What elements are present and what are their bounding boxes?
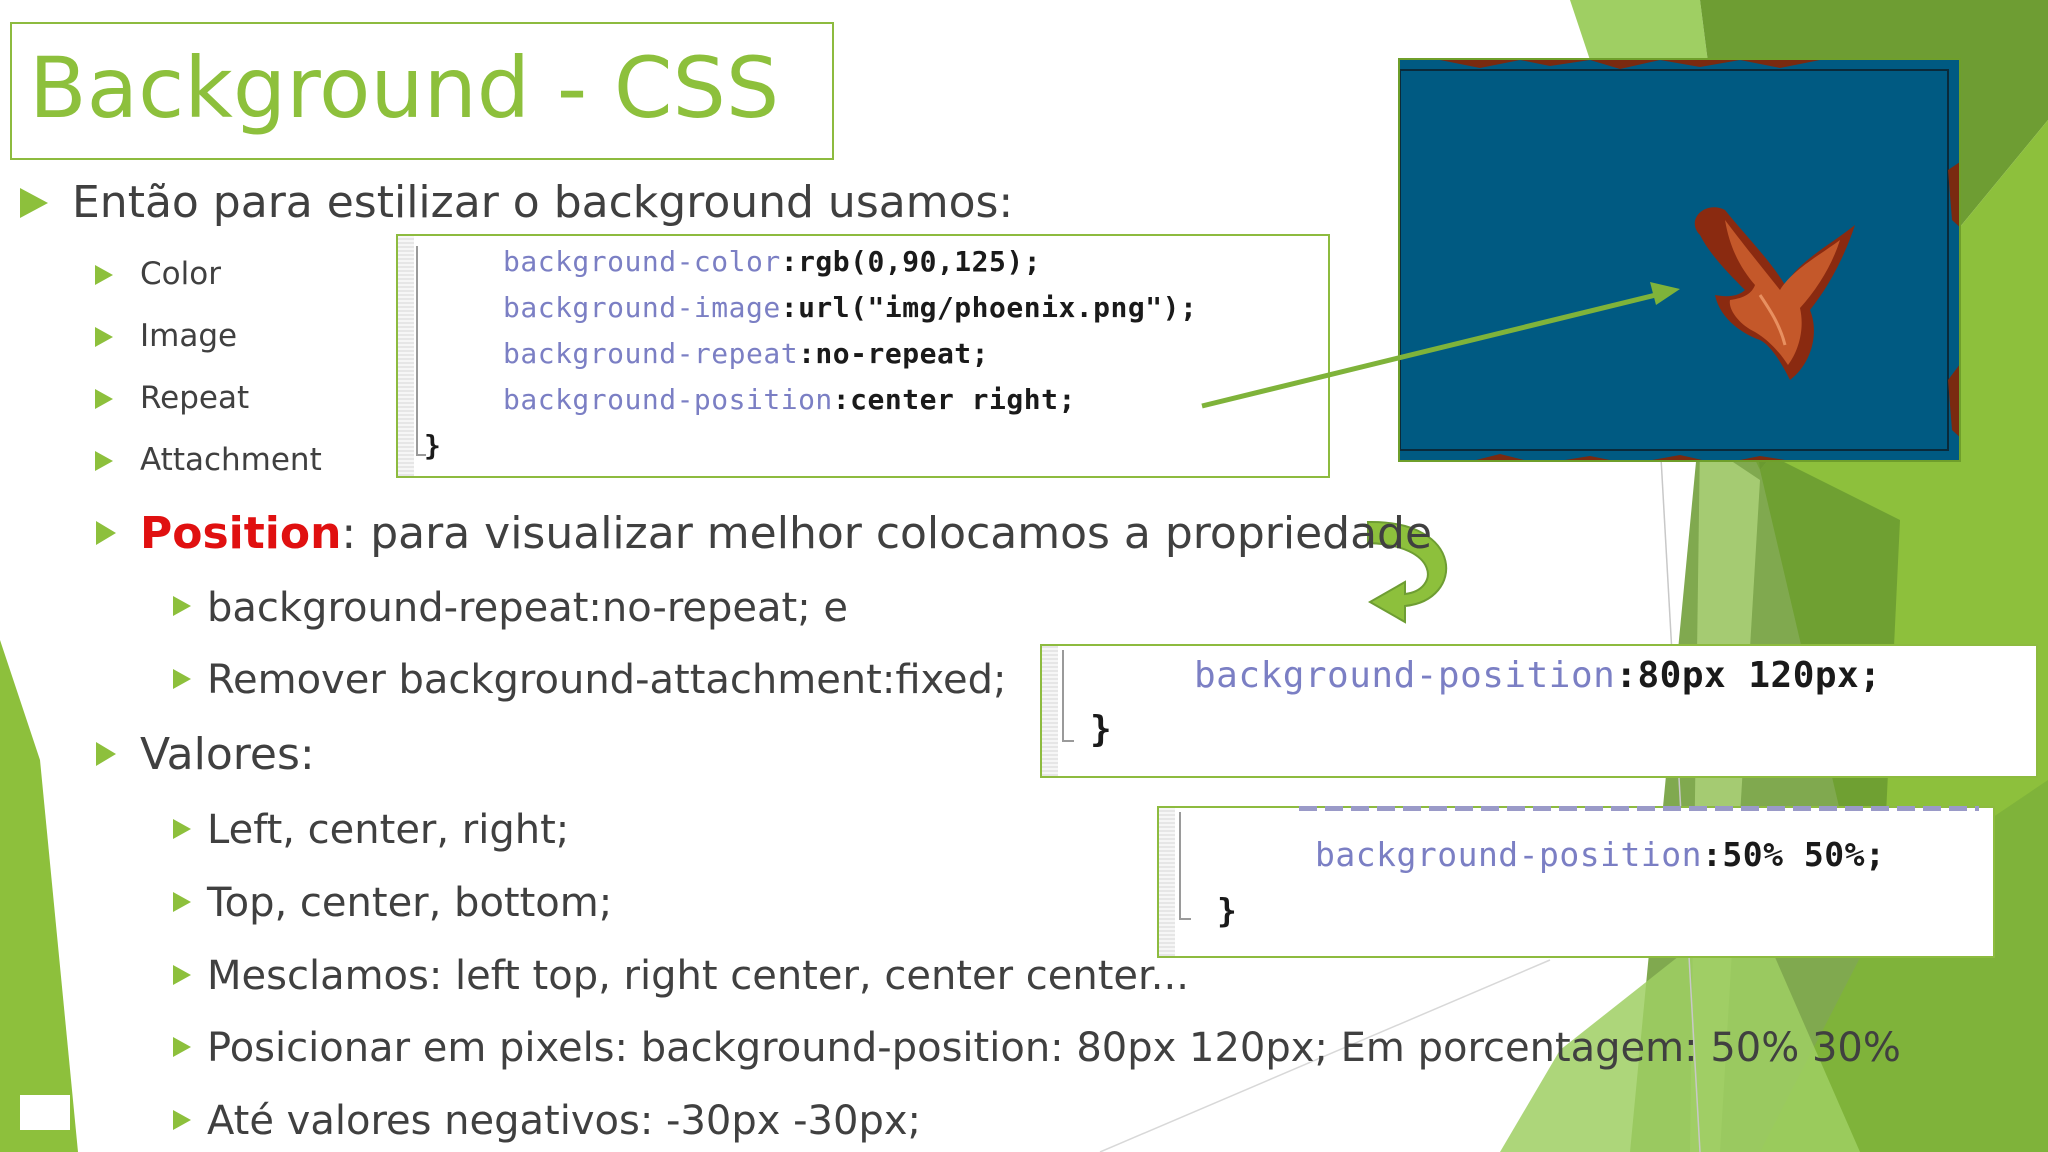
code-indent-foot [1179, 918, 1191, 920]
code-line-repeat: background-repeat:no-repeat; [503, 337, 990, 370]
pointer-arrow-icon [1201, 291, 1661, 409]
code-gutter [1159, 808, 1175, 956]
title-box: Background - CSS [10, 22, 834, 160]
position-line: Position: para visualizar melhor colocam… [140, 512, 1432, 556]
valores-item-vertical: Top, center, bottom; [207, 880, 613, 926]
valores-item-negative: Até valores negativos: -30px -30px; [207, 1098, 921, 1144]
sub-item-color: Color [140, 256, 221, 292]
code-indent-guide [1062, 650, 1064, 742]
code-line-pixels: background-position:80px 120px; [1194, 655, 1882, 696]
bullet-vertical-icon [173, 892, 191, 912]
bullet-image-icon [95, 327, 113, 347]
bullet-attachment-icon [95, 451, 113, 471]
bullet-color-icon [95, 265, 113, 285]
code-close-brace: } [424, 429, 441, 462]
code-line-image: background-image:url("img/phoenix.png"); [503, 291, 1198, 324]
valores-item-pixels: Posicionar em pixels: background-positio… [207, 1025, 1901, 1071]
position-item-no-repeat: background-repeat:no-repeat; e [207, 585, 849, 631]
intro-text: Então para estilizar o background usamos… [72, 177, 1014, 228]
code-indent-guide [1179, 812, 1181, 920]
position-text: : para visualizar melhor colocamos a pro… [341, 508, 1433, 559]
code-line-percent: background-position:50% 50%; [1315, 835, 1886, 874]
phoenix-icon [1400, 60, 1959, 460]
code-close-brace: } [1217, 891, 1237, 930]
code-line-position: background-position:center right; [503, 383, 1076, 416]
valores-item-combined: Mesclamos: left top, right center, cente… [207, 953, 1189, 999]
code-gutter [398, 236, 414, 476]
bullet-intro-icon [20, 188, 48, 218]
bullet-pixels-icon [173, 1037, 191, 1057]
sub-item-repeat: Repeat [140, 380, 250, 416]
code-box-pixels: background-position:80px 120px; } [1040, 644, 2038, 778]
bullet-horizontal-icon [173, 819, 191, 839]
code-indent-foot [416, 454, 426, 456]
bullet-no-repeat-icon [173, 596, 191, 616]
pointer-arrowhead-icon [1650, 282, 1680, 305]
code-indent-foot [1062, 740, 1074, 742]
sub-item-image: Image [140, 318, 238, 354]
valores-item-horizontal: Left, center, right; [207, 807, 570, 853]
bullet-combined-icon [173, 965, 191, 985]
bullet-remove-attachment-icon [173, 669, 191, 689]
code-gutter [1042, 646, 1058, 776]
bullet-valores-icon [96, 742, 116, 766]
curved-arrow-icon [1367, 520, 1448, 624]
position-item-remove-attachment: Remover background-attachment:fixed; [207, 657, 1007, 703]
sub-item-attachment: Attachment [140, 442, 322, 478]
code-line-color: background-color:rgb(0,90,125); [503, 245, 1042, 278]
code-box-main: background-color:rgb(0,90,125); backgrou… [396, 234, 1330, 478]
position-label: Position [140, 508, 342, 559]
code-indent-guide [416, 246, 418, 456]
bullet-position-icon [96, 521, 116, 545]
code-box-percent: background-position:50% 50%; } [1157, 806, 1995, 958]
background-preview-image [1398, 58, 1961, 462]
slide-title: Background - CSS [29, 39, 780, 137]
code-cutoff-line [1299, 802, 1979, 816]
bullet-negative-icon [173, 1110, 191, 1130]
bullet-repeat-icon [95, 389, 113, 409]
code-close-brace: } [1090, 709, 1112, 750]
valores-label: Valores: [140, 729, 315, 780]
